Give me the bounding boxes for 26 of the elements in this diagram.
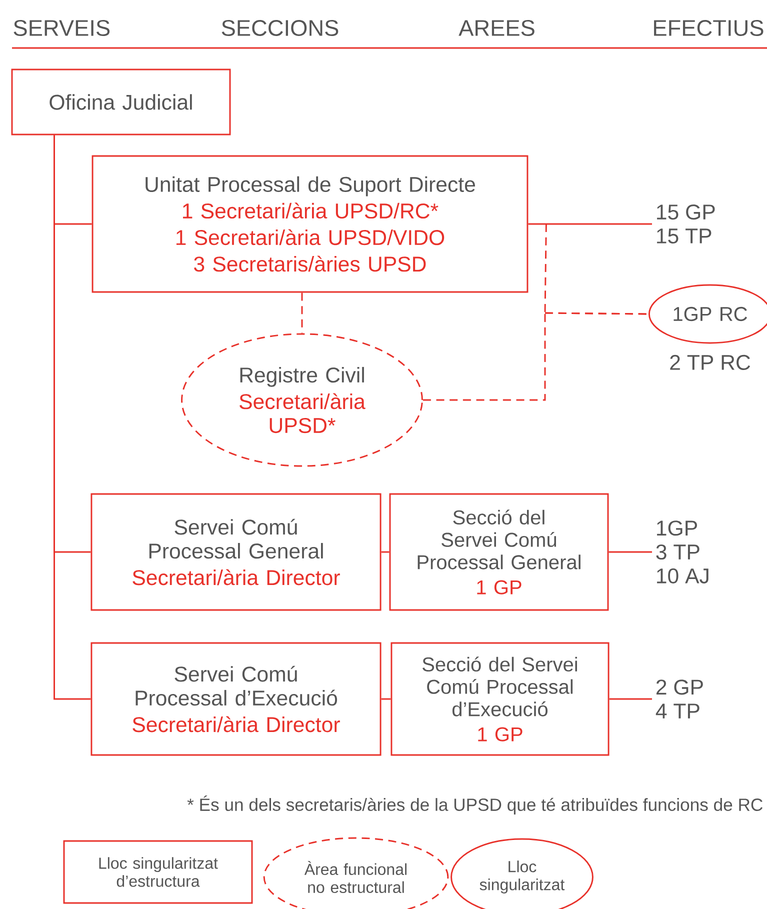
connector [422, 312, 648, 401]
connector [301, 292, 303, 334]
connector [609, 698, 652, 700]
connector [54, 135, 91, 700]
connector [528, 223, 652, 225]
staff-count: 1GP 3 TP 10 AJ [656, 520, 708, 584]
column-heading: SECCIONS [222, 20, 338, 36]
connector [381, 551, 390, 553]
staff-count: 2 GP 4 TP [656, 680, 703, 718]
unit-box: Secció del Servei Comú Processal d’Execució 1 GP [390, 642, 610, 756]
staff-count: 15 GP 15 TP [657, 204, 715, 244]
column-heading: EFECTIUS [654, 20, 764, 36]
legend-item: Àrea funcional no estructural [263, 837, 449, 909]
connector [608, 551, 652, 553]
staff-count: 2 TP RC [670, 354, 750, 370]
legend-item: Lloc singularitzat d’estructura [63, 840, 253, 904]
connector [381, 698, 391, 700]
footnote: * És un dels secretaris/àries de la UPSD que té atribuïdes funcions de RC [187, 796, 762, 814]
unit-box: Secció del Servei Comú Processal General 1 GP [389, 493, 609, 611]
column-heading: SERVEIS [14, 20, 110, 36]
unit-box: Unitat Processal de Suport Directe 1 Secretari/ària UPSD/RC* 1 Secretari/ària UPSD/VIDO 3 Secretaris/àries UPSD [92, 155, 528, 293]
unit-box: Servei Comú Processal d’Execució Secretari/ària Director [90, 642, 382, 756]
legend-item: Lloc singularitzat [450, 838, 594, 909]
column-heading: AREES [458, 20, 534, 36]
unit-box: Oficina Judicial [11, 68, 231, 136]
unit-box: Servei Comú Processal General Secretari/ària Director [90, 493, 382, 611]
